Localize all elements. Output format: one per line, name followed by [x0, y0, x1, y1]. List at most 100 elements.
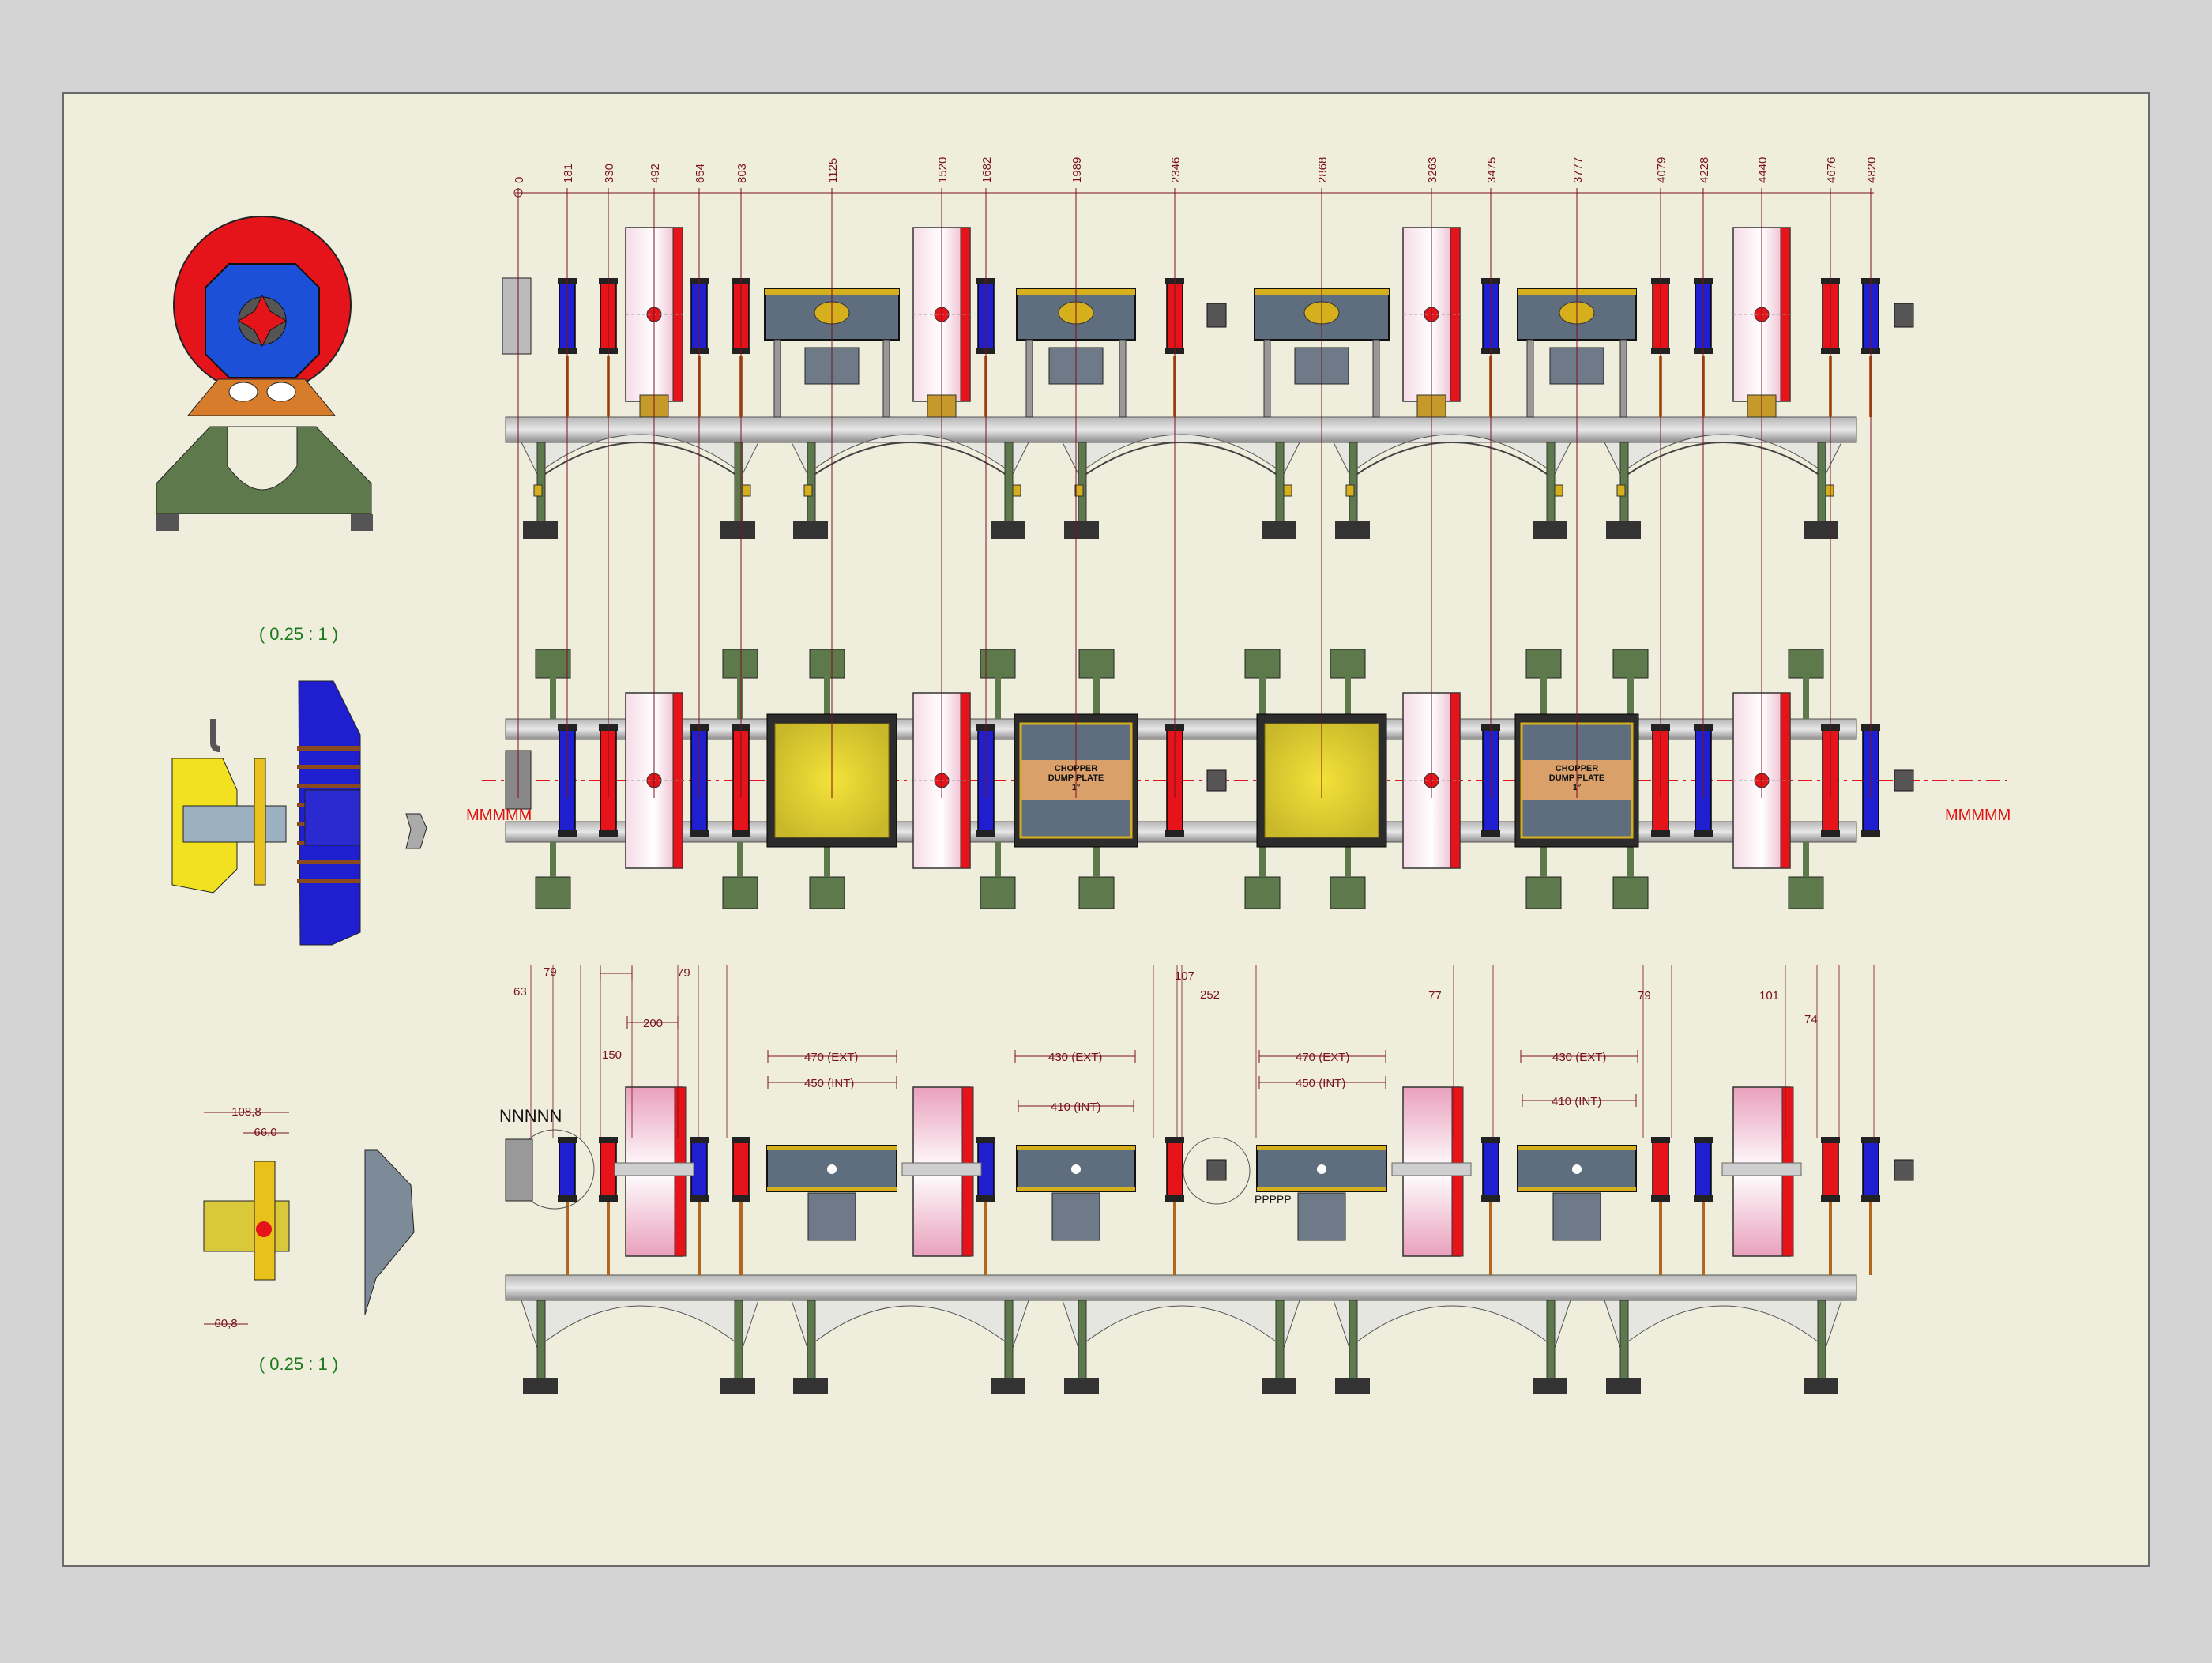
- section-quad-4-cap: [732, 1137, 750, 1143]
- section-post: [1620, 1300, 1629, 1388]
- dim-79c: 79: [1638, 989, 1651, 1003]
- section-foot: [1804, 1378, 1838, 1394]
- plan-foot: [1525, 876, 1562, 909]
- girder-clamp: [1345, 484, 1355, 497]
- position-label: 1125: [826, 158, 840, 183]
- position-label: 2868: [1316, 157, 1330, 183]
- section-chopper-body-0: [807, 1192, 856, 1241]
- section-foot: [1262, 1378, 1296, 1394]
- plan-foot: [535, 876, 571, 909]
- detail2-winding: [297, 879, 360, 883]
- section-quad-1-cap: [558, 1137, 577, 1143]
- section-post: [734, 1300, 743, 1388]
- section-quad-9-cap: [1694, 1137, 1713, 1143]
- section-quad-9-cap: [1694, 1195, 1713, 1202]
- section-foot: [523, 1378, 558, 1394]
- detail-saddle: [186, 378, 337, 416]
- plan-quad-4-cap: [732, 830, 750, 837]
- detail-circle-2: [1183, 1137, 1251, 1205]
- detail3-center: [256, 1221, 272, 1237]
- plan-foot: [535, 649, 571, 679]
- dim-200: 200: [643, 1017, 663, 1030]
- plan-quad-11-cap: [1861, 830, 1880, 837]
- detail2-pipe: [210, 719, 220, 752]
- detail-pole-piece: [238, 294, 287, 348]
- section-quad-8-cap: [1651, 1137, 1670, 1143]
- plan-foot: [809, 876, 845, 909]
- section-chopper-bottom-2: [1257, 1187, 1386, 1191]
- dim-108: 108,8: [231, 1105, 261, 1119]
- girder-arch-1: [814, 442, 1006, 475]
- plan-quad-9-cap: [1694, 830, 1713, 837]
- section-quad-11-cap: [1861, 1195, 1880, 1202]
- plan-foot-post: [1627, 842, 1634, 877]
- girder-foot: [1804, 521, 1838, 539]
- dim-430b: 430 (EXT): [1552, 1051, 1606, 1064]
- girder-foot: [720, 521, 755, 539]
- position-label: 4820: [1865, 157, 1879, 183]
- plan-foot: [1525, 649, 1562, 679]
- plan-foot-post: [824, 676, 830, 719]
- section-foot: [1533, 1378, 1567, 1394]
- plan-foot-post: [1093, 842, 1100, 877]
- girder-foot: [1262, 521, 1296, 539]
- section-quad-10: [1822, 1141, 1839, 1198]
- plan-foot: [1612, 876, 1649, 909]
- detail-saddle-hole: [228, 382, 258, 402]
- girder-clamp: [742, 484, 751, 497]
- diagnostic-box: [1206, 303, 1227, 328]
- plan-foot-post: [1345, 842, 1351, 877]
- section-quad-7: [1482, 1141, 1499, 1198]
- section-view: [505, 965, 1914, 1394]
- callout-label-2: PPPPP: [1255, 1193, 1292, 1206]
- section-quad-7-cap: [1481, 1195, 1500, 1202]
- dim-450b: 450 (INT): [1296, 1077, 1345, 1090]
- section-foot: [1335, 1378, 1370, 1394]
- detail2-winding: [297, 860, 360, 864]
- position-label: 3263: [1426, 157, 1439, 183]
- section-quad-2: [600, 1141, 617, 1198]
- beam-axis-left-label: MMMMM: [466, 807, 532, 824]
- section-quad-3-cap: [690, 1195, 709, 1202]
- section-chopper-body-2: [1297, 1192, 1346, 1241]
- plan-diagnostic: [1206, 769, 1227, 792]
- position-label: 4228: [1698, 157, 1711, 183]
- dim-60: 60,8: [214, 1317, 237, 1330]
- section-quad-3-cap: [690, 1137, 709, 1143]
- end-flange: [1894, 303, 1914, 328]
- section-quad-1: [559, 1141, 576, 1198]
- girder-clamp: [533, 484, 543, 497]
- section-quad-10-cap: [1821, 1195, 1840, 1202]
- chopper-2-leg: [1119, 339, 1127, 418]
- section-quad-11: [1862, 1141, 1879, 1198]
- girder-arch-0: [544, 442, 735, 475]
- detail2-ring: [254, 758, 266, 886]
- dim-79b: 79: [677, 966, 690, 980]
- plan-foot-post: [550, 842, 556, 877]
- section-girder-4: [1604, 1300, 1842, 1349]
- section-quad-5-cap: [976, 1195, 995, 1202]
- section-foot: [1606, 1378, 1641, 1394]
- plan-foot: [722, 649, 758, 679]
- section-chopper-port-1: [1071, 1164, 1081, 1174]
- origin-marker: [514, 188, 523, 198]
- dim-450a: 450 (INT): [804, 1077, 854, 1090]
- plan-foot: [1078, 649, 1115, 679]
- girder-post: [1817, 442, 1826, 530]
- position-label: 3475: [1485, 157, 1499, 183]
- section-foot: [720, 1378, 755, 1394]
- detail3-ring: [254, 1161, 276, 1281]
- section-post: [1275, 1300, 1285, 1388]
- section-post: [536, 1300, 546, 1388]
- section-drift-3: [1391, 1162, 1472, 1176]
- dim-470a: 470 (EXT): [804, 1051, 858, 1064]
- section-post: [807, 1300, 816, 1388]
- chopper-4-leg: [1620, 339, 1627, 418]
- girder-foot: [1606, 521, 1641, 539]
- dim-101: 101: [1759, 989, 1779, 1003]
- section-rail: [505, 1274, 1857, 1301]
- girder-1: [791, 434, 1029, 475]
- section-chopper-bottom-0: [767, 1187, 897, 1191]
